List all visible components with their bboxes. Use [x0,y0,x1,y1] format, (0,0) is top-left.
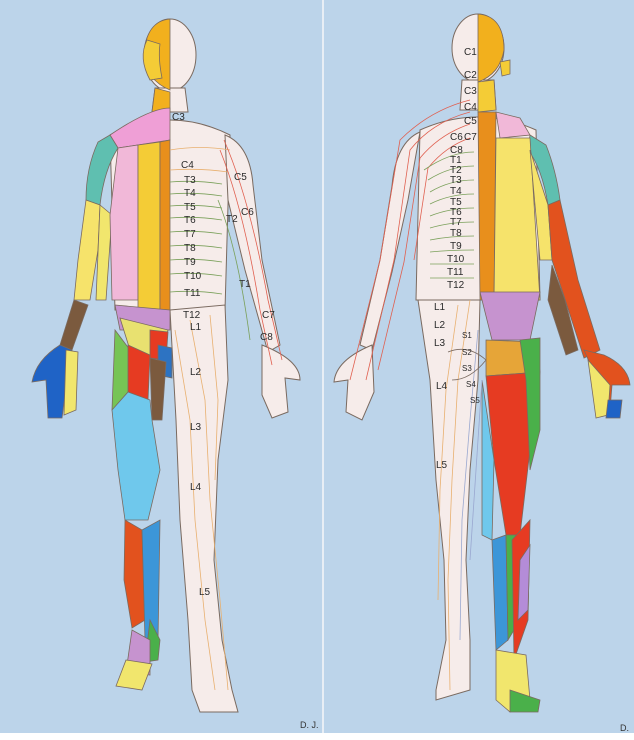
back-label-t7: T7 [450,217,462,228]
front-label-c7: C7 [262,310,275,321]
front-label-c5: C5 [234,172,247,183]
back-label-c7: C7 [464,132,477,143]
back-label-l1: L1 [434,302,446,313]
back-label-t11: T11 [447,267,464,278]
front-label-c3: C3 [172,112,185,123]
front-label-t4: T4 [184,188,196,199]
back-label-s5: S5 [470,396,480,405]
back-label-s2: S2 [462,348,472,357]
back-label-t9: T9 [450,241,462,252]
back-label-c6: C6 [450,132,463,143]
front-label-t3: T3 [184,175,196,186]
front-l2-thigh-red [128,345,150,400]
back-label-c4: C4 [464,102,477,113]
back-label-c2: C2 [464,70,477,81]
front-label-t6: T6 [184,215,196,226]
front-label-t7: T7 [184,229,196,240]
front-trunk-orange [160,140,170,310]
front-t1-hand [64,350,78,415]
back-c3-ear [500,60,510,76]
back-label-t3: T3 [450,175,462,186]
front-label-l2: L2 [190,367,202,378]
back-label-t4: T4 [450,186,462,197]
back-label-l3: L3 [434,338,446,349]
back-label-t10: T10 [447,254,465,265]
back-label-c5: C5 [464,116,477,127]
front-label-t8: T8 [184,243,196,254]
front-label-t11: T11 [184,288,201,299]
signature-left: D. J. [300,720,319,730]
front-label-t12: T12 [183,310,201,321]
front-label-l4: L4 [190,482,202,493]
front-trunk-yellow [138,142,160,310]
back-c3-neck [478,80,496,112]
back-label-l5: L5 [436,460,448,471]
front-label-l3: L3 [190,422,202,433]
back-label-s4: S4 [466,380,476,389]
back-label-s3: S3 [462,364,472,373]
front-label-c8: C8 [260,332,273,343]
back-label-c1: C1 [464,47,477,58]
back-label-t8: T8 [450,228,462,239]
signature-right: D. [620,723,629,733]
bottom-border [0,733,634,740]
front-label-t2: T2 [226,214,238,225]
front-label-l5: L5 [199,587,211,598]
back-label-l2: L2 [434,320,446,331]
front-label-c4: C4 [181,160,194,171]
back-label-s1: S1 [462,331,472,340]
front-label-l1: L1 [190,322,202,333]
back-label-l4: L4 [436,381,448,392]
back-spine-orange [478,112,496,300]
front-label-t9: T9 [184,257,196,268]
front-label-t5: T5 [184,202,196,213]
back-label-t12: T12 [447,280,465,291]
front-label-t10: T10 [184,271,202,282]
front-label-t1: T1 [239,279,251,290]
back-c8-finger [606,400,622,418]
panel-divider [322,0,324,740]
front-label-c6: C6 [241,207,254,218]
back-label-c3: C3 [464,86,477,97]
